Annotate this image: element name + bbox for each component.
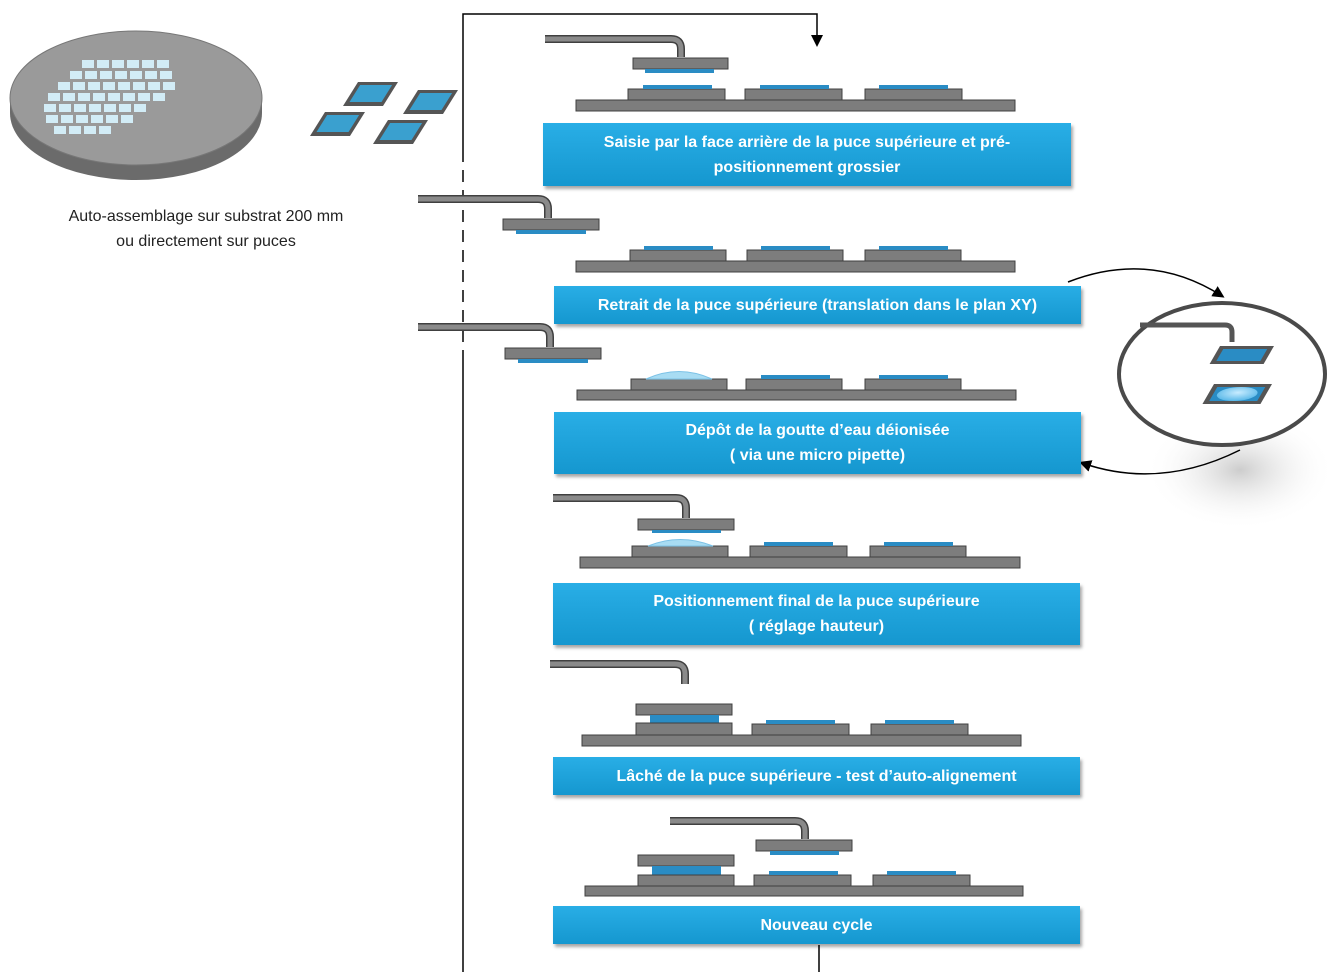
wafer-die — [91, 115, 103, 123]
step-6-box: Nouveau cycle — [553, 906, 1080, 944]
step-3-line-1: Dépôt de la goutte d’eau déionisée — [685, 422, 950, 439]
wafer-die — [74, 104, 86, 112]
step-2-line-1: Retrait de la puce supérieure (translati… — [597, 296, 1038, 314]
wafer-die — [127, 60, 139, 68]
step-3-box: Dépôt de la goutte d’eau déionisée ( via… — [554, 412, 1081, 474]
step-1-line-1: Saisie par la face arrière de la puce su… — [603, 133, 1011, 151]
loose-chip — [310, 112, 365, 136]
loose-chip — [403, 90, 458, 114]
wafer-die — [123, 93, 135, 101]
step-2-box: Retrait de la puce supérieure (translati… — [554, 286, 1081, 324]
wafer-die — [100, 71, 112, 79]
wafer-die — [54, 126, 66, 134]
wafer-die — [88, 82, 100, 90]
loose-chip — [373, 120, 428, 144]
wafer-die — [76, 115, 88, 123]
wafer-die — [160, 71, 172, 79]
wafer-die — [148, 82, 160, 90]
wafer-die — [119, 104, 131, 112]
wafer-die — [157, 60, 169, 68]
caption-line-1: Auto-assemblage sur substrat 200 mm — [68, 208, 344, 225]
caption-line-2: ou directement sur puces — [116, 233, 296, 250]
step-3-line-2: ( via une micro pipette) — [729, 447, 906, 464]
wafer-die — [46, 115, 58, 123]
wafer-die — [108, 93, 120, 101]
wafer-die — [69, 126, 81, 134]
wafer-die — [85, 71, 97, 79]
wafer-die — [104, 104, 116, 112]
step-6-line-1: Nouveau cycle — [760, 916, 873, 934]
wafer-die — [106, 115, 118, 123]
wafer-caption: Auto-assemblage sur substrat 200 mm ou d… — [20, 204, 392, 254]
wafer-die — [115, 71, 127, 79]
wafer-die — [93, 93, 105, 101]
wafer-die — [70, 71, 82, 79]
step-1-illustration — [545, 35, 1016, 112]
wafer-die — [145, 71, 157, 79]
step-6-illustration — [584, 817, 1024, 897]
wafer-die — [58, 82, 70, 90]
wafer-die — [118, 82, 130, 90]
wafer-die — [84, 126, 96, 134]
step-5-box: Lâché de la puce supérieure - test d’aut… — [553, 757, 1080, 795]
wafer-die — [89, 104, 101, 112]
wafer-die — [103, 82, 115, 90]
wafer-die — [73, 82, 85, 90]
step-4-line-1: Positionnement final de la puce supérieu… — [653, 593, 980, 610]
wafer-die — [138, 93, 150, 101]
step-2-illustration — [418, 195, 1016, 273]
loose-chip — [343, 82, 398, 106]
zoom-inset — [1067, 268, 1332, 530]
wafer-die — [130, 71, 142, 79]
step-5-illustration — [550, 660, 1022, 747]
wafer-die — [112, 60, 124, 68]
step-5-line-1: Lâché de la puce supérieure - test d’aut… — [616, 767, 1017, 785]
wafer-die — [134, 104, 146, 112]
loose-chips — [310, 82, 458, 144]
step-1-box: Saisie par la face arrière de la puce su… — [543, 123, 1071, 186]
wafer-die — [59, 104, 71, 112]
wafer-die — [121, 115, 133, 123]
wafer-die — [48, 93, 60, 101]
wafer-die — [97, 60, 109, 68]
step-4-illustration — [553, 494, 1021, 569]
wafer-die — [163, 82, 175, 90]
wafer-die — [99, 126, 111, 134]
wafer-illustration — [9, 30, 263, 180]
wafer-die — [44, 104, 56, 112]
wafer-die — [61, 115, 73, 123]
step-4-box: Positionnement final de la puce supérieu… — [553, 583, 1080, 645]
wafer-die — [82, 60, 94, 68]
wafer-die — [142, 60, 154, 68]
wafer-die — [133, 82, 145, 90]
wafer-die — [63, 93, 75, 101]
step-4-line-2: ( réglage hauteur) — [748, 618, 885, 635]
cycle-loop-lines — [462, 13, 823, 972]
wafer-die — [153, 93, 165, 101]
step-3-illustration — [418, 323, 1017, 401]
step-1-line-2: positionnement grossier — [713, 158, 901, 176]
wafer-dies — [44, 60, 175, 134]
wafer-die — [78, 93, 90, 101]
